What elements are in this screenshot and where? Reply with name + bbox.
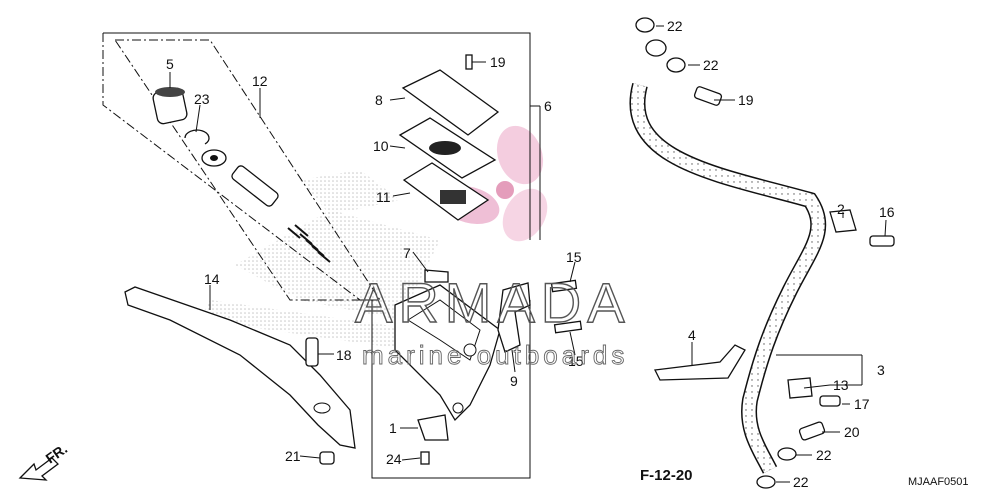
bolt-15-lower [553,320,583,334]
callout-22-lower: 22 [816,447,832,463]
watermark-brand: ARMADA [355,271,631,334]
callout-10: 10 [373,138,389,154]
callout-7: 7 [403,245,411,261]
callout-16: 17 [854,396,870,412]
part-8-reservoir-cap [401,69,500,136]
banjo-bolt-19-upper [693,86,723,106]
part-4-hose-guide [654,344,746,381]
assembly-outline-6 [103,32,531,479]
callout-14: 14 [204,271,220,287]
callout-labels: 5 23 12 8 10 11 6 19 7 15 15 9 14 18 21 … [166,18,895,490]
callout-22-top: 22 [667,18,683,34]
callout-12: 12 [252,73,268,89]
callout-19-upper: 19 [738,92,754,108]
front-direction-arrow: FR. [18,440,70,481]
nut-21 [319,451,335,465]
callout-8: 8 [375,92,383,108]
part-1-switch [417,414,449,441]
part-14-brake-lever [124,286,356,449]
part-5-boot [152,87,188,125]
washer-22-upper [666,57,686,73]
assembly-outline-12 [102,33,381,301]
piston [231,165,279,207]
callout-15-upper: 15 [566,249,582,265]
callout-13: 13 [833,377,849,393]
callout-21: 21 [285,448,301,464]
brand-logo-background [200,170,440,350]
callout-6: 6 [544,98,552,114]
callout-2: 2 [837,201,845,217]
screw-20 [465,54,473,70]
spring [287,224,331,263]
part-7-clip [424,269,449,283]
washer-22-top [635,17,655,33]
reference-code: MJAAF0501 [908,476,969,488]
screw-24 [420,451,430,465]
callout-15-lower: 15 [568,353,584,369]
callout-19-lower: 20 [844,424,860,440]
washer-22-lower [777,447,797,461]
callout-22-upper: 22 [703,57,719,73]
washer-22-bottom [756,475,776,489]
watermark-tagline: marine outboards [362,340,628,370]
banjo-bolt-19-lower [798,421,826,441]
callout-3: 3 [877,362,885,378]
bolt-16 [819,395,841,407]
part-23-circlip [184,129,210,145]
part-2-clamp [829,209,857,233]
cross-reference: F-12-20 [640,467,693,484]
callout-11: 11 [376,189,391,205]
leader-lines [169,25,887,483]
callout-22-bottom: 22 [793,474,809,490]
pivot-bolt-18 [305,337,319,367]
callout-23: 23 [194,91,210,107]
callout-1: 1 [389,420,397,436]
callout-24: 24 [386,451,402,467]
banjo-fitting-top [645,39,667,57]
bolt-15-upper [550,279,578,293]
callout-9: 9 [510,373,518,389]
callout-4: 4 [688,327,696,343]
callout-5: 5 [166,56,174,72]
callout-17: 16 [879,204,895,220]
callout-20: 19 [490,54,506,70]
bolt-17 [869,235,895,247]
master-cylinder-body [394,284,501,422]
part-13-clamp [787,377,813,399]
part-9-holder [497,282,531,353]
callout-18: 18 [336,347,352,363]
